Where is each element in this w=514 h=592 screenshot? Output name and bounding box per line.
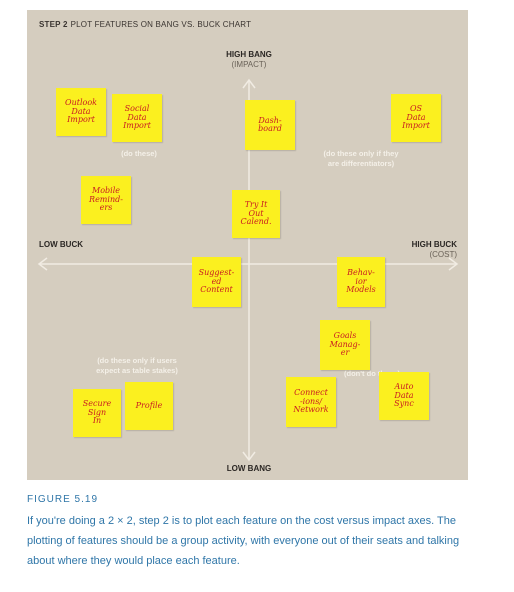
axis-cost-text: (COST) — [429, 250, 457, 259]
step-number: STEP 2 — [39, 20, 68, 29]
up-arrowhead — [242, 78, 256, 89]
figure-caption: If you're doing a 2 × 2, step 2 is to pl… — [27, 515, 460, 567]
sticky-connections-network[interactable]: Connect -ions/ Network — [286, 377, 336, 427]
figure-label: FIGURE 5.19 — [27, 494, 99, 505]
axis-high-buck: HIGH BUCK (COST) — [399, 240, 457, 260]
sticky-profile[interactable]: Profile — [125, 382, 173, 430]
axis-high-bang-text: HIGH BANG — [226, 50, 272, 59]
left-arrowhead — [37, 257, 48, 271]
sticky-behavior-models[interactable]: Behav- ior Models — [337, 257, 385, 307]
right-arrowhead — [448, 257, 459, 271]
sticky-secure-sign-in[interactable]: Secure Sign In — [73, 389, 121, 437]
sticky-social-data-import[interactable]: Social Data Import — [112, 94, 162, 142]
zone-note-top-right: (do these only if they are differentiato… — [323, 149, 399, 168]
axis-high-bang: HIGH BANG (IMPACT) — [215, 50, 283, 70]
axis-low-buck: LOW BUCK — [39, 240, 83, 249]
sticky-dashboard[interactable]: Dash- board — [245, 100, 295, 150]
axis-impact-text: (IMPACT) — [231, 60, 267, 69]
sticky-suggested-content[interactable]: Suggest- ed Content — [192, 257, 241, 307]
step-description: PLOT FEATURES ON BANG VS. BUCK CHART — [70, 20, 252, 29]
axis-low-bang: LOW BANG — [226, 464, 272, 473]
sticky-try-it-out-calendar[interactable]: Try It Out Calend. — [232, 190, 280, 238]
zone-note-top-left: (do these) — [121, 149, 157, 158]
sticky-goals-manager[interactable]: Goals Manag- er — [320, 320, 370, 370]
sticky-outlook-data-import[interactable]: Outlook Data Import — [56, 88, 106, 136]
axis-high-buck-text: HIGH BUCK — [411, 240, 457, 249]
zone-note-bottom-left: (do these only if users expect as table … — [96, 356, 178, 375]
zone-note-bottom-right: (don't do these) — [344, 369, 400, 378]
down-arrowhead — [242, 451, 256, 462]
sticky-auto-data-sync[interactable]: Auto Data Sync — [379, 372, 429, 420]
sticky-mobile-reminders[interactable]: Mobile Remind- ers — [81, 176, 131, 224]
sticky-os-data-import[interactable]: OS Data Import — [391, 94, 441, 142]
